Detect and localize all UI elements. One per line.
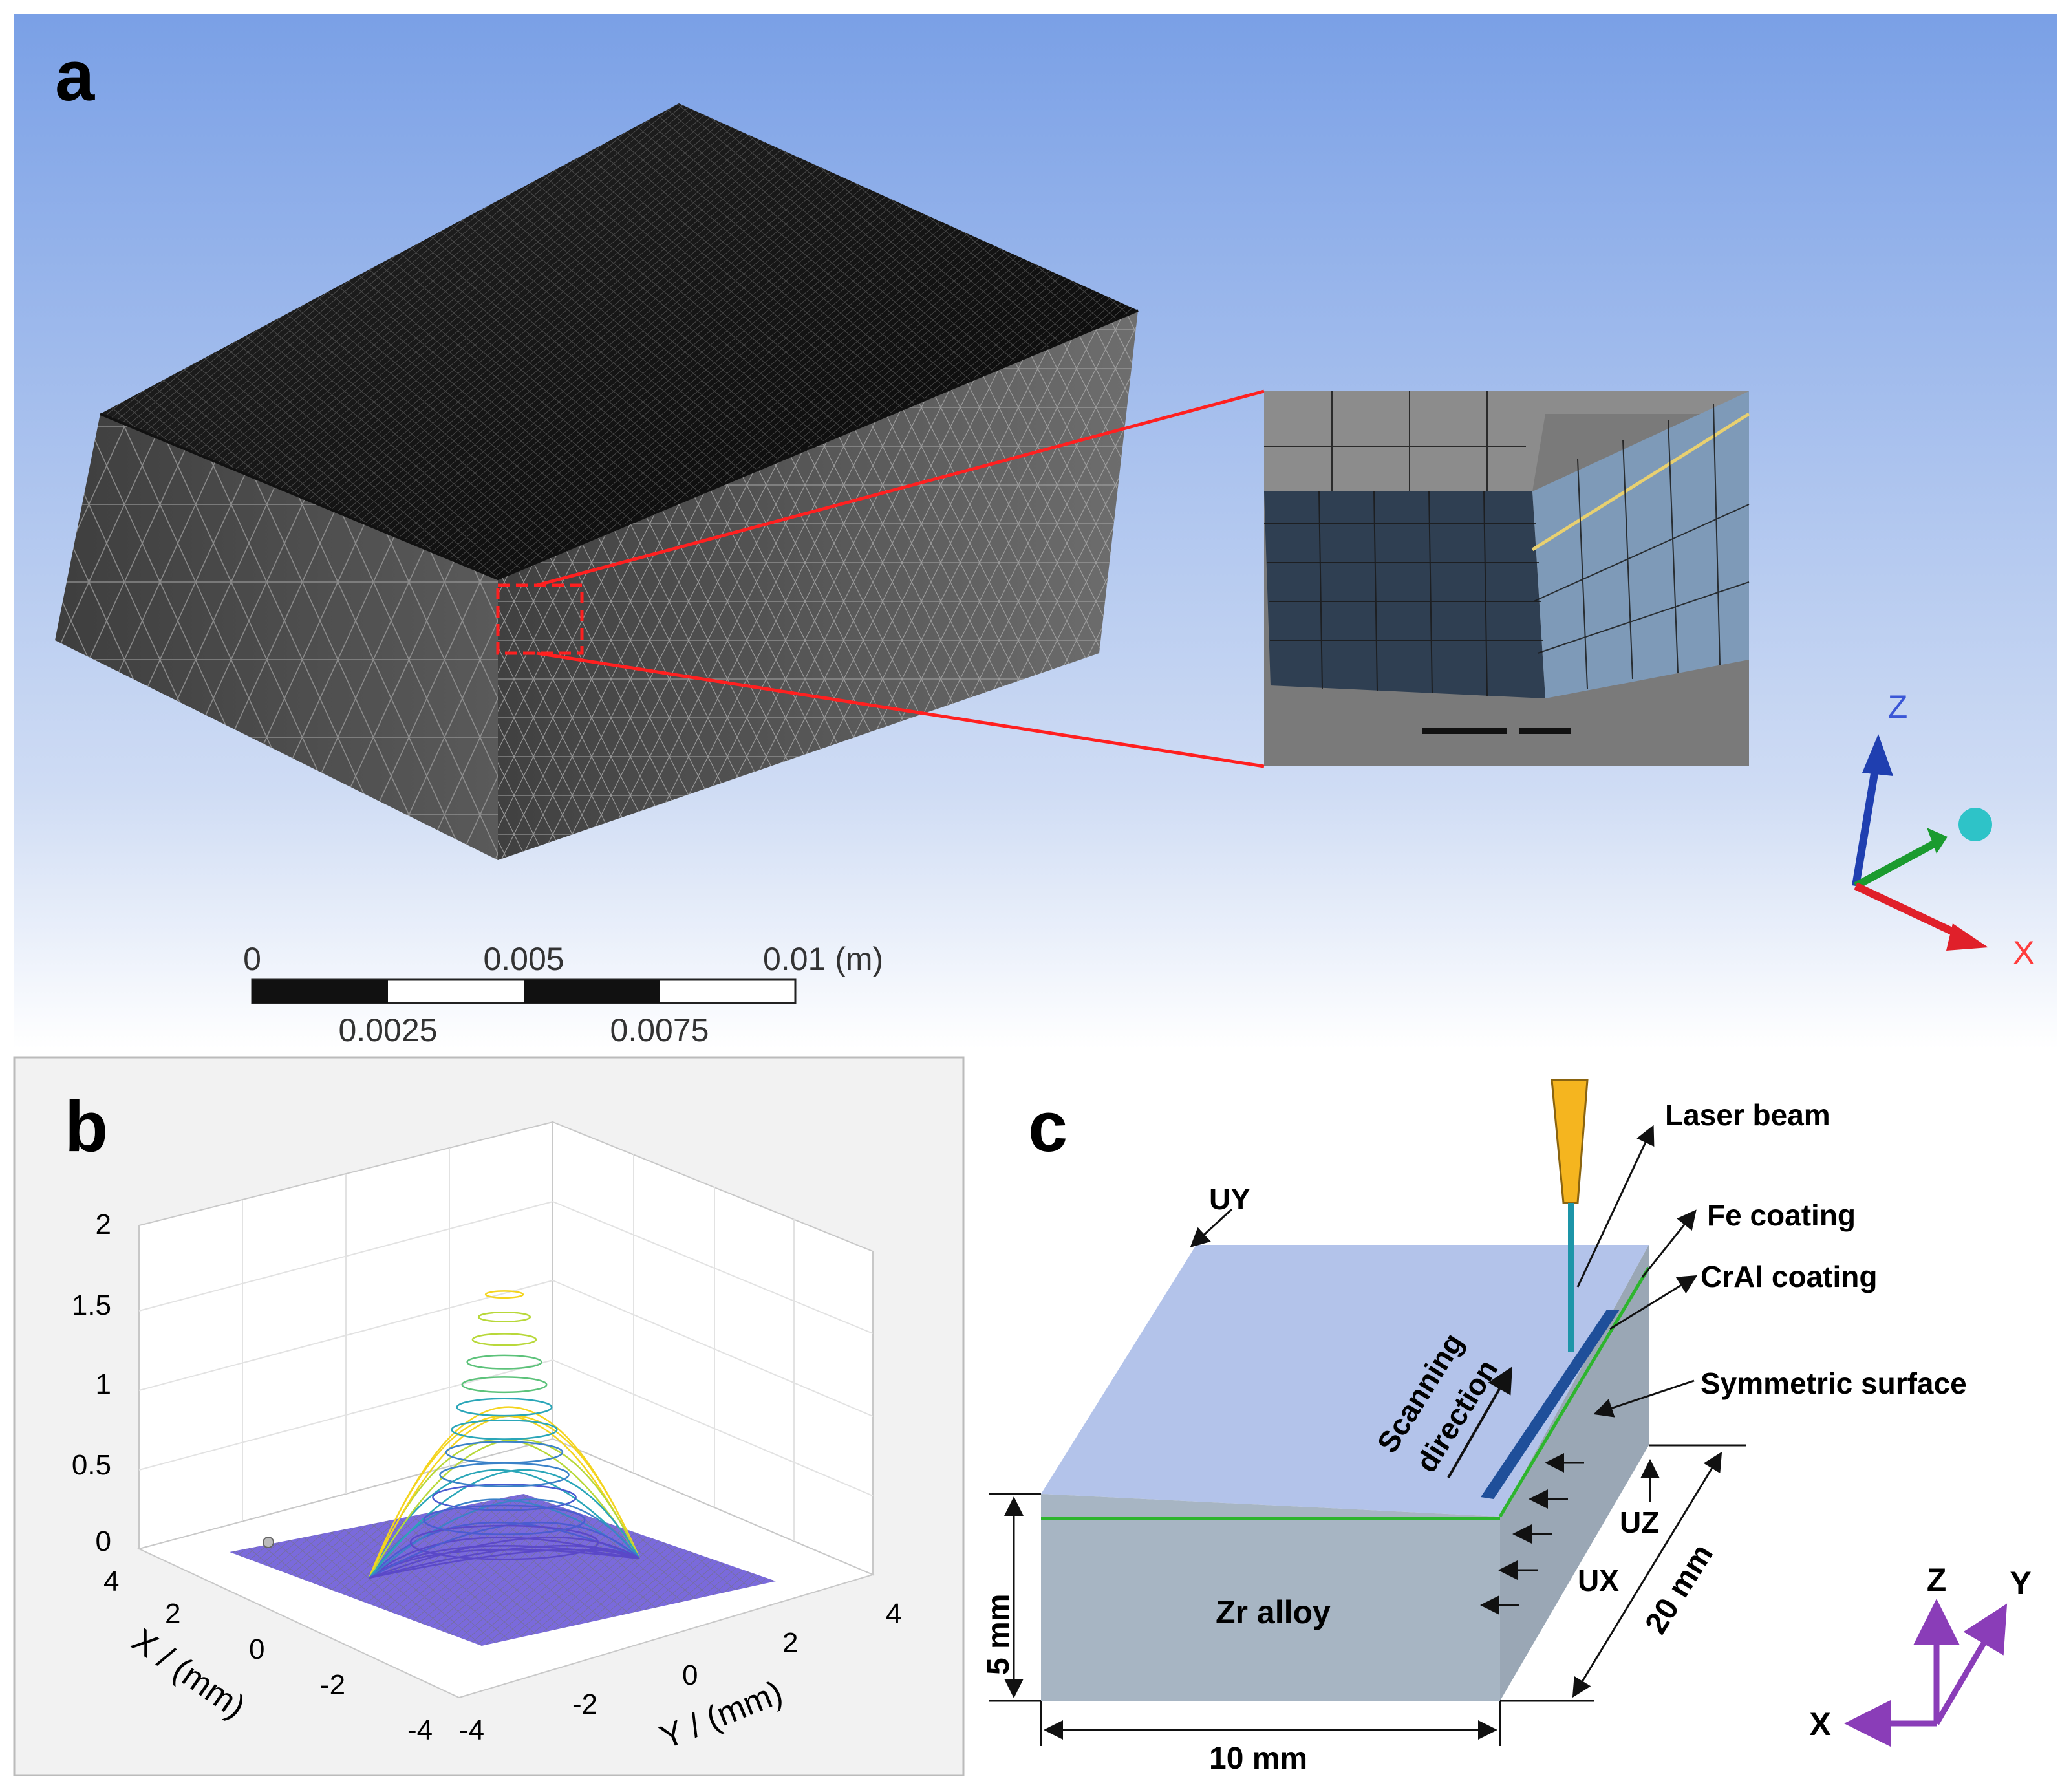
- axis-y-arrow-icon: [1934, 1603, 2008, 1725]
- y-tick-0: 0: [682, 1659, 698, 1691]
- z-tick-0: 0: [96, 1526, 111, 1557]
- inset-side-face: [1532, 391, 1749, 698]
- peak-contour-ring: [477, 1312, 531, 1322]
- cral-coating-label: CrAl coating: [1701, 1260, 1877, 1293]
- zoom-line-bottom: [536, 651, 1265, 768]
- scanning-arrow: [1447, 1366, 1512, 1478]
- block-top: [1041, 1245, 1649, 1517]
- x-tick-4: 4: [103, 1566, 119, 1597]
- scale-top-label-0: 0: [243, 941, 261, 977]
- peak-mesh-line: [369, 1469, 641, 1579]
- symmetric-surface-label: Symmetric surface: [1701, 1366, 1967, 1400]
- dim-height-label: 5 mm: [982, 1594, 1016, 1675]
- y-tick-neg4: -4: [459, 1714, 484, 1746]
- z-tick-2: 2: [96, 1209, 111, 1240]
- peak-mesh-line: [369, 1498, 640, 1579]
- panel-letter-a: a: [55, 36, 95, 116]
- uy-label: UY: [1209, 1182, 1250, 1216]
- coating-track: [1481, 1310, 1620, 1499]
- z-tick-1: 1: [96, 1368, 111, 1400]
- peak-contour-ring: [432, 1484, 577, 1511]
- dim-width-label: 10 mm: [1209, 1742, 1307, 1776]
- panel-letter-c: c: [1028, 1087, 1068, 1167]
- block-front: [1041, 1494, 1500, 1701]
- inset-cross-section: [1264, 491, 1545, 698]
- peak-contour-ring: [484, 1290, 524, 1299]
- z-tick-1-5: 1.5: [72, 1290, 111, 1321]
- y-tick-neg2: -2: [572, 1689, 597, 1720]
- peak-contour-ring: [471, 1333, 537, 1346]
- peak-mesh-line: [369, 1521, 640, 1579]
- axis-triad: Z X: [1852, 689, 2035, 971]
- axis-y-label: Y: [2010, 1565, 2031, 1601]
- peak-contour-ring: [456, 1398, 553, 1417]
- laser-nozzle: [1551, 1079, 1589, 1204]
- zoom-inset: [1264, 391, 1750, 766]
- triad-z-label: Z: [1888, 689, 1908, 725]
- panel-c: Scanning direction La: [982, 1079, 2032, 1776]
- x-tick-0: 0: [249, 1634, 264, 1665]
- peak-mesh-line: [369, 1549, 640, 1579]
- peak-mesh-line: [369, 1544, 640, 1579]
- coating-interface-side: [1498, 1266, 1651, 1518]
- panel-a: 0 0.005 0.01 (m) 0.0025 0.0075 Z X a: [14, 14, 2057, 1049]
- x-tick-neg2: -2: [320, 1669, 345, 1701]
- y-tick-4: 4: [886, 1598, 901, 1630]
- fe-coating-label: Fe coating: [1707, 1198, 1856, 1232]
- zr-alloy-label: Zr alloy: [1216, 1594, 1331, 1630]
- z-tick-0-5: 0.5: [72, 1449, 111, 1481]
- mesh-block: [55, 103, 1139, 860]
- axis-x-label: X: [1809, 1706, 1830, 1742]
- triad-x-label: X: [2013, 934, 2034, 971]
- scale-top-label-2: 0.01 (m): [763, 941, 883, 977]
- scale-bottom-label-0: 0.0025: [339, 1012, 438, 1048]
- scale-bar: 0 0.005 0.01 (m) 0.0025 0.0075: [243, 941, 883, 1048]
- peak-contour-ring: [466, 1354, 542, 1370]
- x-tick-2: 2: [165, 1598, 180, 1630]
- peak-contour-ring: [461, 1376, 548, 1394]
- dim-depth-label: 20 mm: [1638, 1538, 1720, 1640]
- panel-b: 2 1.5 1 0.5 0 4 2 0 -2 -4 -4 -2 0 2 4 X …: [13, 1056, 965, 1776]
- uz-label: UZ: [1620, 1506, 1659, 1539]
- panel-letter-b: b: [65, 1087, 108, 1167]
- zoom-line-top: [536, 389, 1265, 587]
- laser-beam-label: Laser beam: [1665, 1098, 1830, 1132]
- ux-label: UX: [1578, 1564, 1619, 1597]
- x-arrow-icon: [1946, 923, 1988, 951]
- peak-contour-ring: [451, 1419, 558, 1440]
- origin-sphere-icon: [1958, 808, 1992, 841]
- scale-bottom-label-1: 0.0075: [610, 1012, 709, 1048]
- peak-contour-ring: [423, 1504, 586, 1535]
- peak-contour-ring: [445, 1441, 564, 1464]
- peak-contour-ring: [409, 1524, 599, 1560]
- gaussian-peak: [368, 1290, 641, 1579]
- coordinate-axes: Z Y X: [1809, 1562, 2032, 1747]
- scale-top-label-1: 0.005: [483, 941, 564, 977]
- z-arrow-icon: [1862, 734, 1893, 776]
- y-tick-2: 2: [782, 1627, 798, 1659]
- laser-beam-line: [1568, 1203, 1574, 1352]
- axis-z-label: Z: [1927, 1562, 1947, 1598]
- peak-mesh-line: [369, 1521, 640, 1579]
- x-tick-neg4: -4: [407, 1714, 433, 1746]
- peak-mesh-line: [369, 1537, 640, 1579]
